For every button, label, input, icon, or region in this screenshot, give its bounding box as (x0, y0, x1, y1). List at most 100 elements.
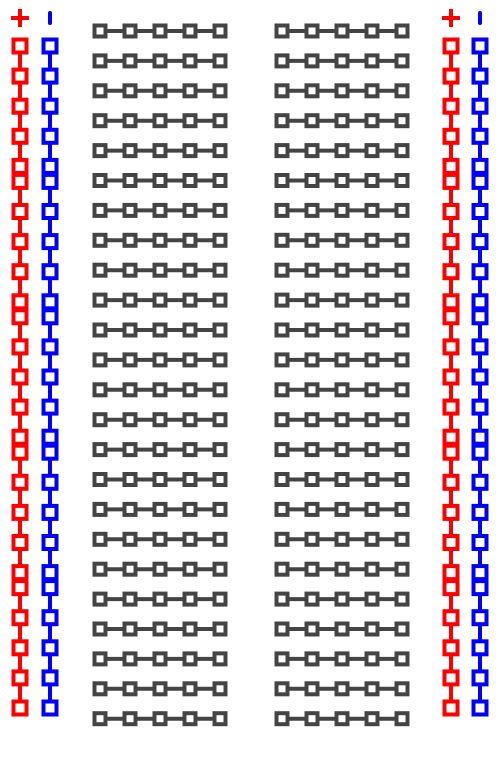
terminal-hole[interactable] (274, 322, 290, 338)
terminal-hole[interactable] (364, 412, 380, 428)
rail-hole[interactable] (11, 669, 29, 687)
rail-hole[interactable] (471, 293, 489, 311)
terminal-hole[interactable] (152, 442, 168, 458)
terminal-hole[interactable] (92, 711, 108, 727)
terminal-hole[interactable] (334, 53, 350, 69)
terminal-hole[interactable] (92, 352, 108, 368)
terminal-hole[interactable] (212, 472, 228, 487)
terminal-hole[interactable] (152, 591, 168, 607)
terminal-hole[interactable] (92, 531, 108, 547)
terminal-hole[interactable] (92, 262, 108, 278)
rail-hole[interactable] (11, 293, 29, 311)
terminal-hole[interactable] (212, 113, 228, 129)
terminal-hole[interactable] (182, 382, 198, 398)
terminal-hole[interactable] (394, 442, 410, 458)
rail-hole[interactable] (11, 503, 29, 521)
rail-hole[interactable] (11, 37, 29, 55)
terminal-hole[interactable] (274, 531, 290, 547)
terminal-hole[interactable] (152, 23, 168, 39)
terminal-hole[interactable] (182, 711, 198, 727)
terminal-hole[interactable] (152, 322, 168, 338)
terminal-hole[interactable] (212, 262, 228, 278)
terminal-hole[interactable] (182, 621, 198, 637)
rail-hole[interactable] (41, 398, 59, 416)
terminal-hole[interactable] (122, 352, 138, 368)
terminal-hole[interactable] (274, 472, 290, 487)
terminal-hole[interactable] (122, 531, 138, 547)
rail-hole[interactable] (11, 263, 29, 281)
terminal-hole[interactable] (394, 202, 410, 218)
terminal-hole[interactable] (394, 143, 410, 159)
terminal-hole[interactable] (152, 262, 168, 278)
terminal-hole[interactable] (364, 83, 380, 99)
terminal-hole[interactable] (364, 23, 380, 39)
terminal-hole[interactable] (152, 501, 168, 517)
terminal-hole[interactable] (364, 232, 380, 248)
terminal-hole[interactable] (394, 711, 410, 727)
rail-hole[interactable] (41, 263, 59, 281)
terminal-hole[interactable] (364, 472, 380, 487)
rail-hole[interactable] (11, 534, 29, 551)
terminal-hole[interactable] (334, 232, 350, 248)
terminal-hole[interactable] (274, 113, 290, 129)
rail-hole[interactable] (442, 669, 460, 687)
terminal-hole[interactable] (122, 23, 138, 39)
terminal-hole[interactable] (92, 591, 108, 607)
terminal-hole[interactable] (364, 531, 380, 547)
rail-hole[interactable] (471, 172, 489, 190)
terminal-hole[interactable] (212, 352, 228, 368)
rail-hole[interactable] (41, 127, 59, 145)
terminal-hole[interactable] (152, 202, 168, 218)
terminal-hole[interactable] (212, 651, 228, 667)
terminal-hole[interactable] (182, 681, 198, 697)
rail-hole[interactable] (471, 127, 489, 145)
rail-hole[interactable] (11, 233, 29, 251)
terminal-hole[interactable] (364, 561, 380, 577)
rail-hole[interactable] (442, 428, 460, 446)
terminal-hole[interactable] (274, 232, 290, 248)
rail-hole[interactable] (442, 233, 460, 251)
terminal-hole[interactable] (274, 262, 290, 278)
terminal-hole[interactable] (182, 202, 198, 218)
rail-hole[interactable] (471, 203, 489, 220)
rail-hole[interactable] (41, 97, 59, 115)
terminal-hole[interactable] (394, 292, 410, 308)
rail-hole[interactable] (11, 579, 29, 597)
terminal-hole[interactable] (394, 472, 410, 487)
rail-hole[interactable] (442, 338, 460, 356)
terminal-hole[interactable] (394, 681, 410, 697)
terminal-hole[interactable] (304, 292, 320, 308)
terminal-hole[interactable] (334, 322, 350, 338)
terminal-hole[interactable] (394, 232, 410, 248)
terminal-hole[interactable] (394, 352, 410, 368)
terminal-hole[interactable] (304, 561, 320, 577)
terminal-hole[interactable] (304, 113, 320, 129)
terminal-hole[interactable] (122, 591, 138, 607)
terminal-hole[interactable] (92, 681, 108, 697)
terminal-hole[interactable] (212, 232, 228, 248)
rail-hole[interactable] (11, 338, 29, 356)
terminal-hole[interactable] (334, 561, 350, 577)
terminal-hole[interactable] (152, 681, 168, 697)
terminal-hole[interactable] (304, 322, 320, 338)
terminal-hole[interactable] (122, 143, 138, 159)
terminal-hole[interactable] (304, 53, 320, 69)
terminal-hole[interactable] (182, 531, 198, 547)
terminal-hole[interactable] (274, 202, 290, 218)
terminal-hole[interactable] (92, 501, 108, 517)
terminal-hole[interactable] (274, 292, 290, 308)
terminal-hole[interactable] (182, 322, 198, 338)
terminal-hole[interactable] (394, 382, 410, 398)
terminal-hole[interactable] (92, 442, 108, 458)
terminal-hole[interactable] (182, 23, 198, 39)
rail-hole[interactable] (471, 443, 489, 461)
terminal-hole[interactable] (364, 501, 380, 517)
terminal-hole[interactable] (92, 651, 108, 667)
rail-hole[interactable] (41, 293, 59, 311)
rail-hole[interactable] (41, 639, 59, 657)
terminal-hole[interactable] (122, 472, 138, 487)
terminal-hole[interactable] (182, 472, 198, 487)
terminal-hole[interactable] (334, 501, 350, 517)
terminal-hole[interactable] (182, 113, 198, 129)
terminal-hole[interactable] (364, 202, 380, 218)
